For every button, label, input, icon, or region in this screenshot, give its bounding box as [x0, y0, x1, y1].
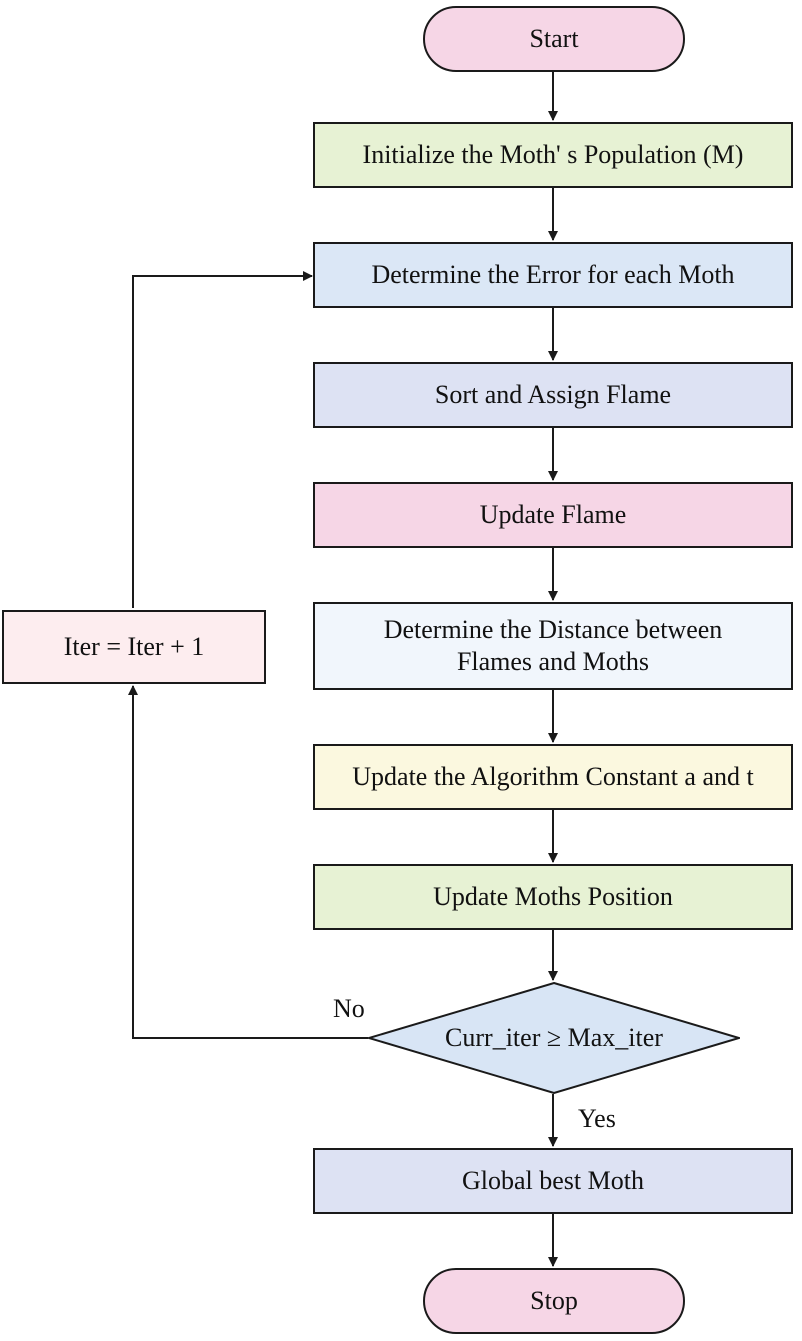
sort-assign-flame-box: Sort and Assign Flame	[313, 362, 793, 428]
init-population-box: Initialize the Moth' s Population (M)	[313, 122, 793, 188]
update-position-box: Update Moths Position	[313, 864, 793, 930]
determine-distance-box: Determine the Distance between Flames an…	[313, 602, 793, 690]
sort-assign-flame-label: Sort and Assign Flame	[434, 379, 672, 409]
iter-increment-box: Iter = Iter + 1	[2, 610, 266, 684]
update-position-label: Update Moths Position	[433, 881, 673, 911]
start-label: Start	[529, 23, 579, 53]
stop-label: Stop	[530, 1285, 578, 1315]
update-flame-box: Update Flame	[313, 482, 793, 548]
update-constant-box: Update the Algorithm Constant a and t	[313, 744, 793, 810]
determine-error-box: Determine the Error for each Moth	[313, 242, 793, 308]
decision-diamond-shape	[368, 982, 740, 1094]
determine-distance-label-line1: Determine the Distance between	[383, 614, 723, 644]
iteration-decision: Curr_iter ≥ Max_iter	[368, 982, 740, 1094]
update-constant-label: Update the Algorithm Constant a and t	[352, 761, 754, 791]
arrow-iter-to-error	[132, 271, 313, 608]
start-terminal: Start	[423, 6, 685, 72]
determine-distance-label-line2: Flames and Moths	[456, 647, 650, 676]
global-best-box: Global best Moth	[313, 1148, 793, 1214]
yes-branch-label: Yes	[578, 1104, 616, 1133]
arrow-decision-no-to-iter	[128, 685, 368, 1039]
no-branch-label: No	[333, 994, 365, 1023]
init-population-label: Initialize the Moth' s Population (M)	[362, 139, 744, 169]
stop-terminal: Stop	[423, 1268, 685, 1334]
iter-increment-label: Iter = Iter + 1	[63, 631, 205, 661]
update-flame-label: Update Flame	[479, 499, 627, 529]
determine-error-label: Determine the Error for each Moth	[371, 259, 735, 289]
decision-label: Curr_iter ≥ Max_iter	[445, 1023, 663, 1052]
global-best-label: Global best Moth	[462, 1165, 644, 1195]
